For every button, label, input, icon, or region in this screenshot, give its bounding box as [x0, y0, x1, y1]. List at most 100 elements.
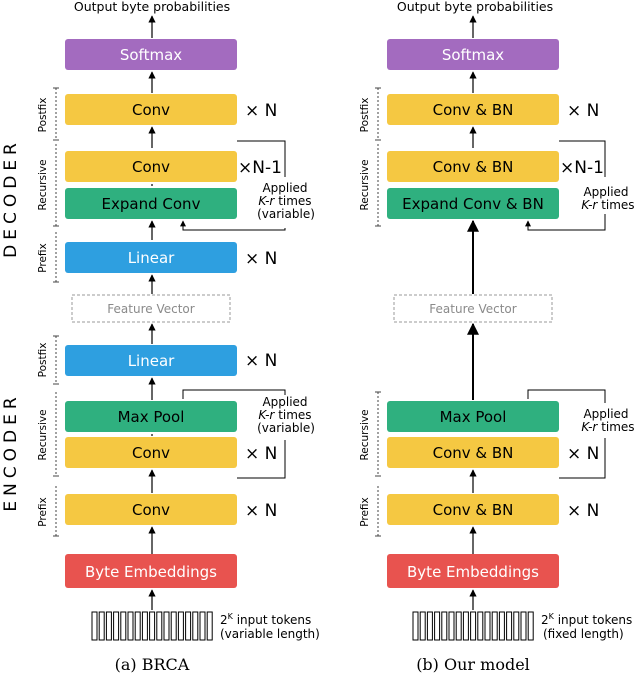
caption-left: (a) BRCA	[115, 655, 190, 674]
softmax-label-right: Softmax	[442, 46, 504, 64]
encoder-label: ENCODER	[1, 392, 21, 511]
mult-enc-conv-right: × N	[567, 444, 599, 464]
variable-label-enc-left: (variable)	[257, 421, 315, 435]
conv-bn-label-enc-prefix-right: Conv & BN	[433, 501, 514, 519]
input-tokens-left	[91, 611, 213, 641]
input-token-box	[185, 611, 192, 641]
loop-line-dec-left-top	[237, 140, 286, 177]
input-token-box	[419, 611, 426, 641]
input-token-box	[412, 611, 419, 641]
byte-embeddings-label-left: Byte Embeddings	[85, 563, 217, 581]
expand-conv-bn-label-right: Expand Conv & BN	[402, 195, 544, 213]
caption-right: (b) Our model	[416, 655, 530, 674]
loop-line-enc-left-bottom	[237, 440, 286, 479]
input-token-box	[513, 611, 520, 641]
recursive-label-dec-right: Recursive	[359, 159, 371, 210]
recursive-label-enc-left: Recursive	[37, 409, 49, 460]
feature-vector-label-right: Feature Vector	[429, 302, 516, 316]
applied-label-enc-left: Applied	[262, 395, 307, 409]
input-token-box	[141, 611, 148, 641]
times-word: times	[601, 198, 634, 212]
mult-dec-postfix-right: × N	[567, 101, 599, 121]
input-token-box	[448, 611, 455, 641]
maxpool-label-right: Max Pool	[440, 408, 507, 426]
input-tokens-text: input tokens	[558, 613, 633, 627]
byte-embeddings-block-right	[387, 554, 559, 588]
two: 2	[541, 613, 549, 627]
kr-times-dec-left: K-r times	[258, 194, 311, 208]
input-token-box	[149, 611, 156, 641]
conv-bn-block-dec-postfix-right	[387, 94, 559, 125]
mult-enc-linear-left: × N	[245, 351, 277, 371]
conv-bn-label-dec-recursive-right: Conv & BN	[433, 158, 514, 176]
two: 2	[220, 613, 228, 627]
maxpool-block-left	[65, 401, 237, 432]
length-label-right: (fixed length)	[543, 627, 624, 641]
feature-vector-left	[71, 294, 231, 323]
input-tokens-right	[412, 611, 534, 641]
linear-block-dec-left	[65, 242, 237, 273]
conv-bn-label-dec-postfix-right: Conv & BN	[433, 101, 514, 119]
conv-bn-block-enc-recursive-right	[387, 437, 559, 468]
input-token-box	[470, 611, 477, 641]
input-token-box	[98, 611, 105, 641]
feature-vector-label-left: Feature Vector	[107, 302, 194, 316]
conv-block-enc-recursive-left	[65, 437, 237, 468]
kr-italic: K-r	[258, 194, 275, 208]
times-word: times	[278, 194, 311, 208]
input-tokens-label-right: 2K input tokens	[541, 612, 632, 627]
kr-times-enc-right: K-r times	[581, 420, 634, 434]
mult-dec-linear-left: × N	[245, 249, 277, 269]
postfix-label-enc-left: Postfix	[37, 343, 49, 378]
input-token-box	[484, 611, 491, 641]
k-superscript: K	[228, 612, 234, 621]
prefix-label-enc-right: Prefix	[359, 497, 371, 527]
left-model: Output byte probabilities Softmax Postfi…	[37, 0, 320, 674]
input-token-box	[177, 611, 184, 641]
applied-label-enc-right: Applied	[583, 407, 628, 421]
feature-vector-right	[393, 294, 553, 323]
input-token-box	[120, 611, 127, 641]
input-tokens-text: input tokens	[237, 613, 312, 627]
kr-times-enc-left: K-r times	[258, 408, 311, 422]
postfix-label-dec-right: Postfix	[359, 98, 371, 133]
input-token-box	[426, 611, 433, 641]
input-token-box	[199, 611, 206, 641]
input-token-box	[113, 611, 120, 641]
length-label-left: (variable length)	[220, 627, 320, 641]
input-token-box	[462, 611, 469, 641]
input-token-box	[434, 611, 441, 641]
applied-label-dec-right: Applied	[583, 185, 628, 199]
loop-line-dec-right-bottom	[525, 214, 606, 231]
prefix-label-enc-left: Prefix	[37, 497, 49, 527]
kr-italic: K-r	[581, 420, 598, 434]
kr-times-dec-right: K-r times	[581, 198, 634, 212]
prefix-label-dec-left: Prefix	[37, 243, 49, 273]
input-token-box	[206, 611, 213, 641]
input-token-box	[477, 611, 484, 641]
loop-line-enc-left-top	[182, 389, 286, 399]
decoder-label: DECODER	[1, 138, 21, 258]
mult-enc-prefix-left: × N	[245, 501, 277, 521]
applied-label-dec-left: Applied	[262, 181, 307, 195]
input-token-box	[527, 611, 534, 641]
linear-label-dec-left: Linear	[128, 249, 175, 267]
right-model: Output byte probabilities Softmax Postfi…	[359, 0, 635, 674]
input-token-box	[170, 611, 177, 641]
linear-label-enc-left: Linear	[128, 352, 175, 370]
input-token-box	[520, 611, 527, 641]
softmax-block-right	[387, 39, 559, 70]
byte-embeddings-block-left	[65, 554, 237, 588]
conv-block-dec-postfix-left	[65, 94, 237, 125]
loop-line-dec-left-bottom	[180, 220, 286, 231]
input-token-box	[127, 611, 134, 641]
kr-italic: K-r	[258, 408, 275, 422]
input-token-box	[192, 611, 199, 641]
maxpool-block-right	[387, 401, 559, 432]
recursive-label-dec-left: Recursive	[37, 159, 49, 210]
mult-dec-recursive-left: ×N-1	[238, 158, 282, 178]
times-word: times	[278, 408, 311, 422]
input-token-box	[156, 611, 163, 641]
postfix-label-dec-left: Postfix	[37, 98, 49, 133]
